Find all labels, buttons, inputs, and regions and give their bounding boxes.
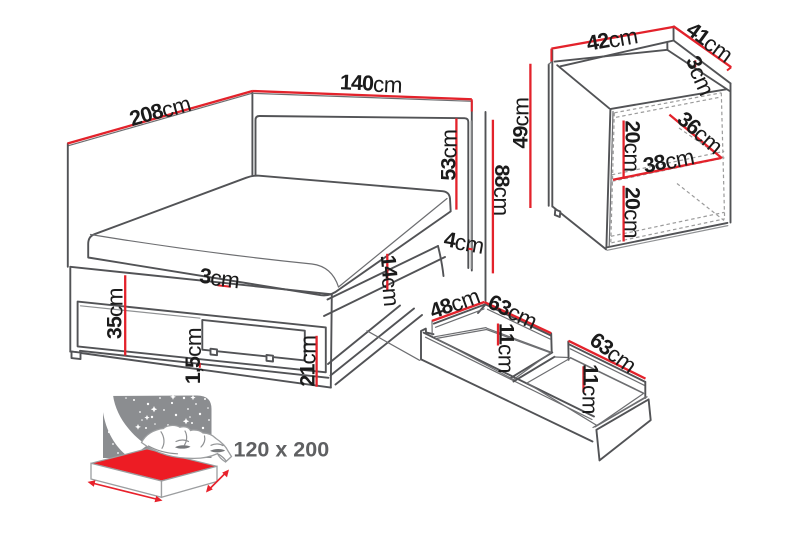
svg-text:20cm: 20cm	[620, 187, 645, 238]
svg-text:120 x 200: 120 x 200	[234, 438, 330, 462]
svg-text:11cm: 11cm	[578, 364, 603, 414]
svg-text:21cm: 21cm	[295, 335, 320, 386]
svg-text:1,5cm: 1,5cm	[181, 328, 206, 384]
svg-text:49cm: 49cm	[508, 97, 533, 148]
svg-text:38cm: 38cm	[641, 144, 696, 179]
svg-text:53cm: 53cm	[436, 129, 461, 180]
svg-text:20cm: 20cm	[620, 120, 645, 171]
svg-text:3cm: 3cm	[198, 263, 241, 293]
svg-text:140cm: 140cm	[339, 70, 402, 98]
svg-text:14cm: 14cm	[375, 254, 404, 307]
svg-text:35cm: 35cm	[102, 288, 127, 339]
svg-text:11cm: 11cm	[494, 323, 519, 373]
svg-text:88cm: 88cm	[490, 164, 515, 215]
